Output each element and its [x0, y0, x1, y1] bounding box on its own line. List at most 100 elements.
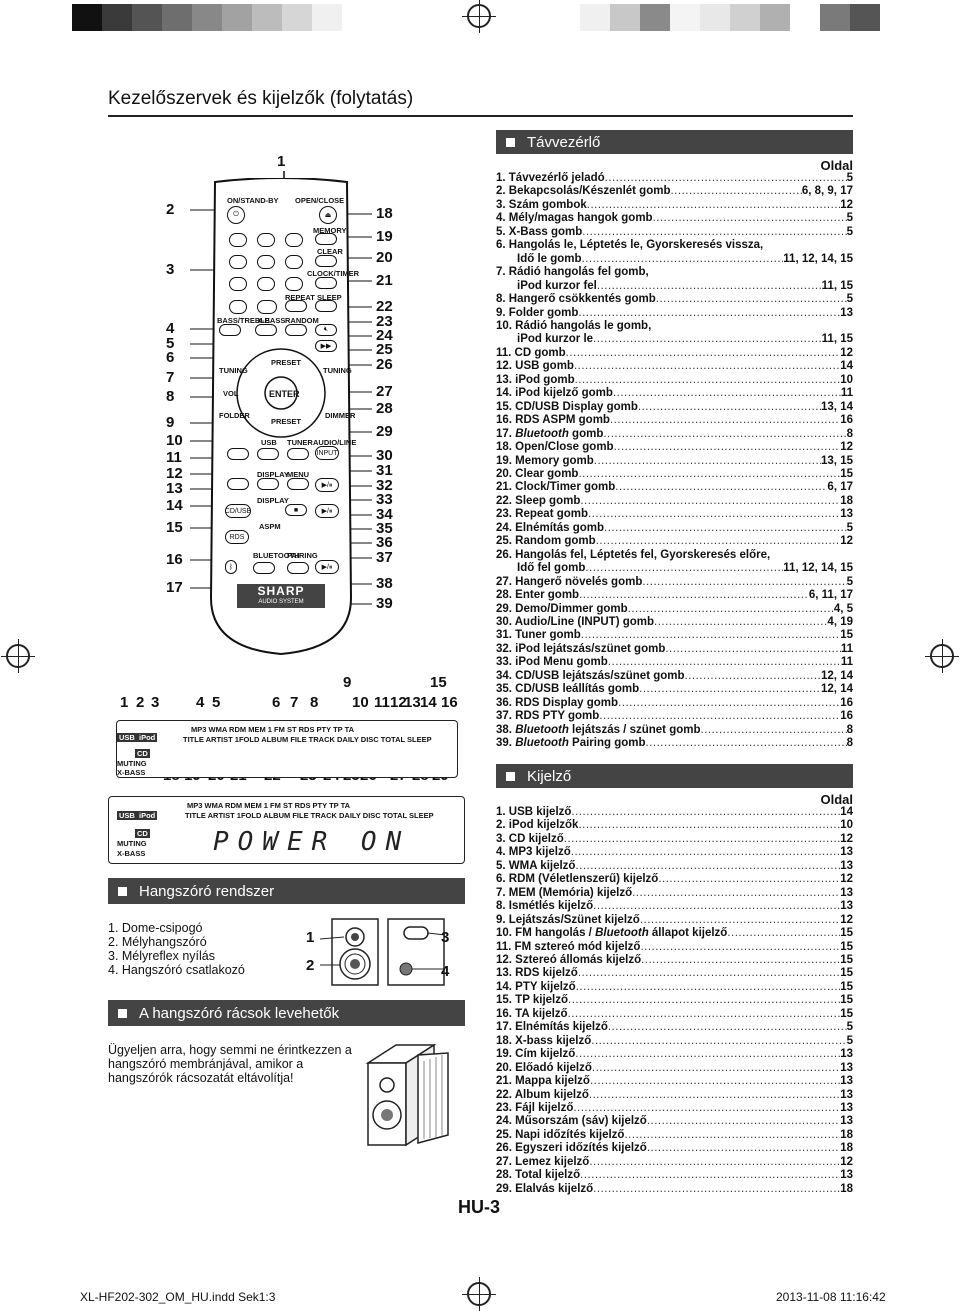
power-button[interactable]: ⏻ [227, 206, 245, 224]
usb-button[interactable] [257, 448, 279, 460]
tuner-button[interactable] [287, 448, 309, 460]
key-1[interactable] [229, 233, 247, 247]
bluetooth-button[interactable] [253, 562, 275, 574]
list-item: iPod kurzor le11, 15 [496, 333, 853, 346]
section-heading-text: Kijelző [527, 767, 572, 785]
bluetooth-word: Bluetooth [515, 737, 569, 750]
item-page: 12 [840, 913, 853, 926]
key-2[interactable] [257, 233, 275, 247]
color-swatch [282, 4, 312, 31]
callout-number: 20 [376, 249, 393, 266]
list-item: 38. Bluetooth lejátszás / szünet gomb8 [496, 724, 853, 737]
cd-indicator: CD [135, 749, 150, 758]
label-usb: USB [261, 438, 277, 447]
item-label: 15. CD/USB Display gomb [496, 400, 638, 413]
item-label: 23. Fájl kijelző [496, 1101, 574, 1114]
item-page: 18 [840, 1142, 853, 1155]
bass-treble-button[interactable] [219, 324, 241, 336]
random-button[interactable] [285, 324, 307, 336]
cd-usb-play-pause-button[interactable]: ▶/⏸ [315, 504, 339, 518]
item-label: 32. iPod lejátszás/szünet gomb [496, 642, 666, 655]
item-label: 24. Műsorszám (sáv) kijelző [496, 1115, 647, 1128]
label-random: RANDOM [285, 316, 319, 325]
memory-button[interactable] [315, 233, 337, 245]
clock-timer-button[interactable] [315, 277, 337, 289]
item-page: 15 [840, 953, 853, 966]
list-item: 24. Elnémítás gomb5 [496, 522, 853, 535]
display-items-list: 1. USB kijelző142. iPod kijelzők103. CD … [496, 806, 853, 1196]
callout-number: 2 [136, 694, 145, 711]
callout-number: 28 [376, 400, 393, 417]
item-label: 16. RDS ASPM gomb [496, 414, 610, 427]
item-page: 14 [840, 360, 853, 373]
key-10-plus[interactable] [257, 300, 277, 314]
item-label: 39. Bluetooth Pairing gomb [496, 737, 646, 750]
bluetooth-play-pause-button[interactable]: ▶/⏸ [315, 560, 339, 574]
eject-button[interactable]: ⏏ [319, 206, 337, 224]
repeat-button[interactable] [285, 300, 307, 312]
ipod-button[interactable] [227, 478, 249, 490]
muting-indicator: MUTING [117, 839, 147, 848]
ipod-play-pause-button[interactable]: ▶/⏸ [315, 478, 339, 492]
item-page: 13 [840, 1048, 853, 1061]
callout-number: 13 [404, 694, 421, 711]
key-0[interactable] [229, 300, 247, 314]
xbass-button[interactable] [255, 324, 277, 336]
ipod-display-button[interactable] [257, 478, 279, 490]
list-item: 25. Napi időzítés kijelző18 [496, 1129, 853, 1142]
item-page: 8 [846, 427, 853, 440]
mute-button[interactable]: 🔇︎ [315, 324, 337, 336]
color-swatch [102, 4, 132, 31]
lcd-indicators-row2: TITLE ARTIST 1FOLD ALBUM FILE TRACK DAIL… [185, 811, 434, 820]
callout-number: 13 [166, 480, 183, 497]
bluetooth-pairing-button[interactable] [287, 562, 309, 574]
input-button[interactable]: INPUT [315, 446, 339, 460]
enter-button[interactable]: ENTER [269, 389, 300, 399]
key-6[interactable] [285, 255, 303, 269]
section-heading-text: Hangszóró rendszer [139, 882, 275, 900]
key-7[interactable] [229, 277, 247, 291]
item-page: 4, 5 [833, 602, 853, 615]
item-page: 4, 19 [827, 615, 853, 628]
speaker-grille-illustration [365, 1043, 449, 1147]
callout-number: 25 [376, 341, 393, 358]
item-page: 15 [840, 967, 853, 980]
sleep-button[interactable] [315, 300, 337, 312]
key-8[interactable] [257, 277, 275, 291]
item-label: 14. iPod kijelző gomb [496, 387, 613, 400]
title-rule [108, 115, 853, 117]
item-label: Idő fel gomb [517, 562, 586, 575]
bluetooth-icon[interactable]: ᛒ [225, 560, 237, 574]
item-label: 14. PTY kijelző [496, 980, 576, 993]
cd-usb-display-button[interactable]: CD/USB [225, 504, 251, 518]
key-4[interactable] [229, 255, 247, 269]
section-heading-text: A hangszóró rácsok levehetők [139, 1004, 340, 1022]
list-item: 1. Távvezérlő jeladó5 [496, 172, 853, 185]
item-page: 12, 14 [821, 683, 853, 696]
label-preset-up: PRESET [271, 358, 302, 367]
list-item: 27. Lemez kijelző12 [496, 1156, 853, 1169]
key-3[interactable] [285, 233, 303, 247]
item-page: 6, 17 [827, 481, 853, 494]
stop-button[interactable]: ■ [285, 504, 307, 516]
item-label: 19. Cím kijelző [496, 1048, 576, 1061]
item-page: 11 [840, 656, 853, 669]
item-page: 15 [840, 940, 853, 953]
speaker-item: 2. Mélyhangszóró [108, 935, 207, 949]
list-item: 27. Hangerő növelés gomb5 [496, 576, 853, 589]
skip-forward-button[interactable]: ▶▶ [315, 340, 337, 352]
column-header-page: Oldal [820, 792, 853, 807]
key-5[interactable] [257, 255, 275, 269]
rds-button[interactable]: RDS [225, 530, 249, 544]
cd-button[interactable] [227, 448, 249, 460]
clear-button[interactable] [315, 255, 337, 267]
list-item: 14. iPod kijelző gomb11 [496, 387, 853, 400]
callout-number: 3 [441, 929, 450, 946]
square-bullet-icon [506, 137, 515, 147]
label-menu: MENU [287, 470, 310, 479]
ipod-menu-button[interactable] [287, 478, 309, 490]
registration-mark-icon [925, 639, 959, 673]
list-item: 23. Repeat gomb13 [496, 508, 853, 521]
key-9[interactable] [285, 277, 303, 291]
callout-number: 15 [166, 519, 183, 536]
